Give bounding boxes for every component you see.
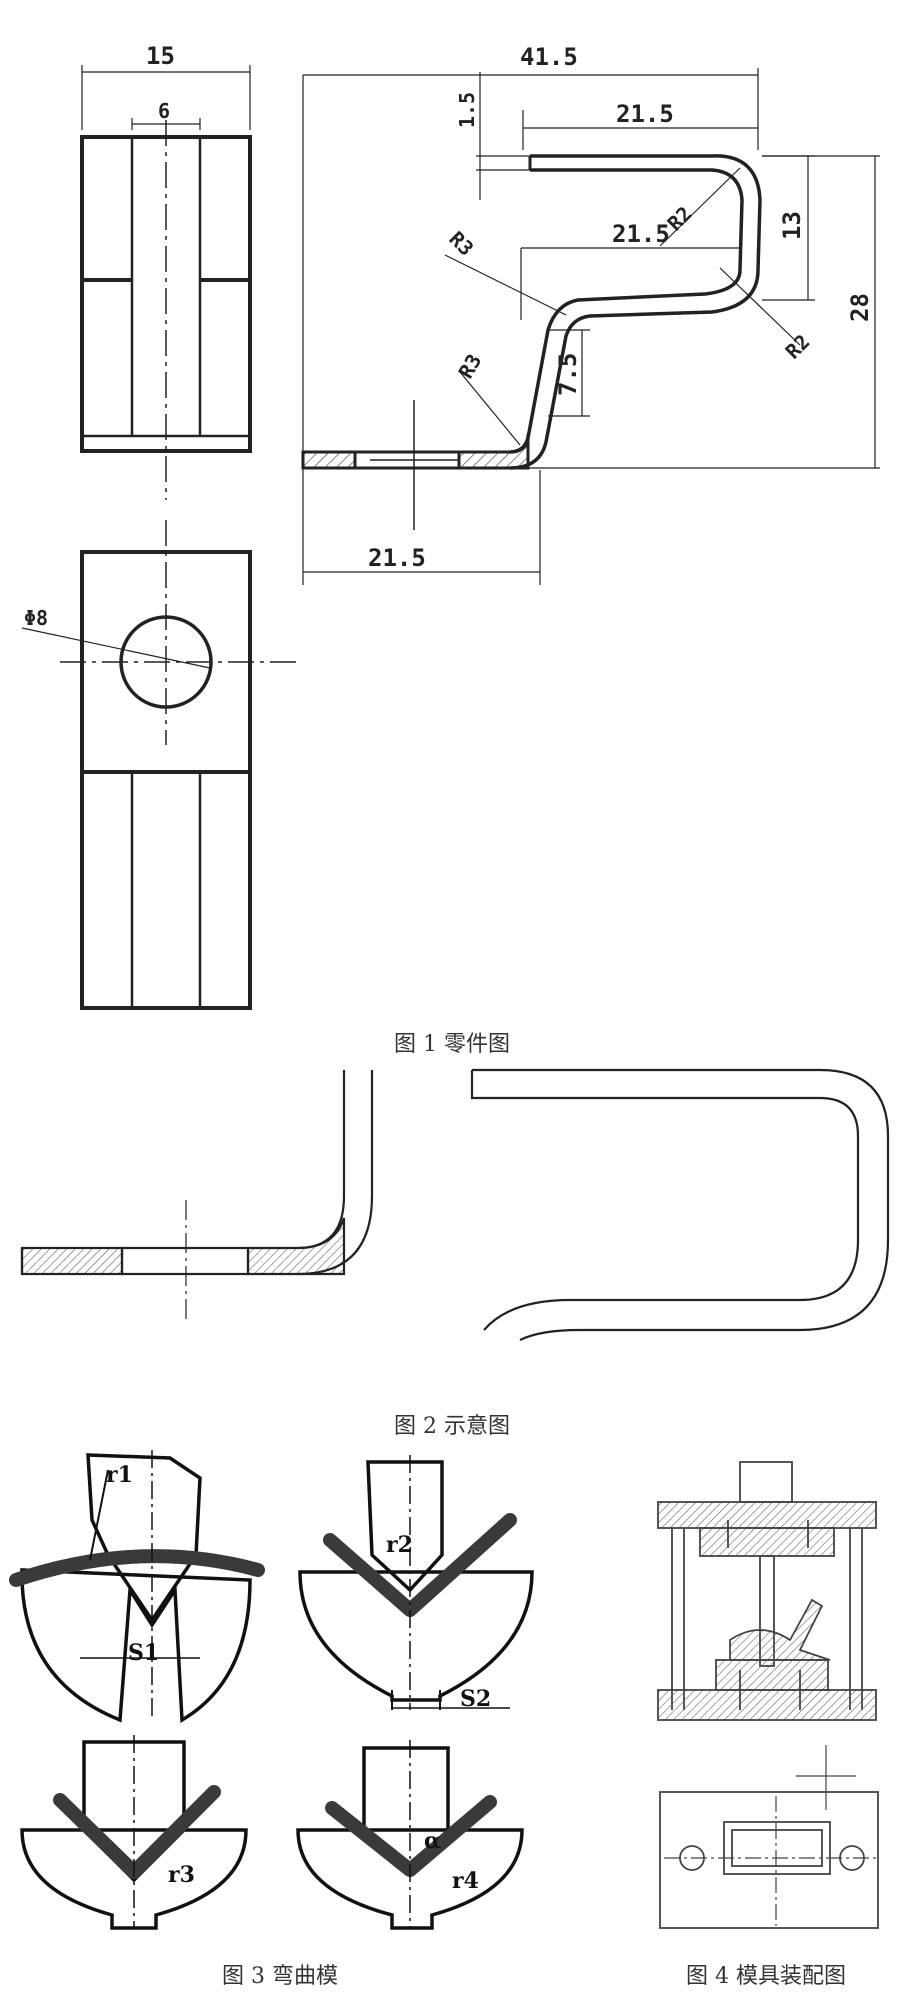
figure3-bend-stage-4 bbox=[296, 1740, 524, 1930]
label-alpha: α bbox=[424, 1828, 441, 1854]
dim-21-5-mid: 21.5 bbox=[612, 220, 670, 248]
dim-r3-upper: R3 bbox=[444, 227, 478, 261]
label-r2: r2 bbox=[386, 1532, 413, 1558]
label-r4: r4 bbox=[452, 1868, 479, 1894]
dim-21-5-bottom: 21.5 bbox=[368, 544, 426, 572]
dim-r2-outer: R2 bbox=[781, 330, 815, 364]
dim-41-5: 41.5 bbox=[520, 43, 578, 71]
label-r1: r1 bbox=[106, 1462, 133, 1488]
figure2-caption: 图 2 示意图 bbox=[394, 1414, 510, 1439]
figure3-bend-stage-3 bbox=[20, 1735, 248, 1930]
dim-6: 6 bbox=[158, 99, 170, 123]
figure1-bottom-view bbox=[21, 520, 300, 1010]
dim-15: 15 bbox=[146, 42, 175, 70]
figure3-bend-stage-1 bbox=[9, 1450, 265, 1723]
label-r3: r3 bbox=[168, 1862, 195, 1888]
figure4-caption: 图 4 模具装配图 bbox=[686, 1964, 846, 1989]
figure3-bend-stage-2 bbox=[298, 1455, 534, 1710]
dim-7-5: 7.5 bbox=[554, 353, 582, 396]
figure1-side-view bbox=[301, 68, 880, 585]
label-s2: S2 bbox=[460, 1686, 491, 1712]
figure2-sketch bbox=[20, 1068, 890, 1341]
figure3-caption: 图 3 弯曲模 bbox=[222, 1964, 338, 1989]
dim-1-5: 1.5 bbox=[455, 92, 479, 128]
label-s1: S1 bbox=[128, 1640, 159, 1666]
dim-28: 28 bbox=[846, 293, 874, 322]
figure1-caption: 图 1 零件图 bbox=[394, 1032, 510, 1057]
dim-21-5-top: 21.5 bbox=[616, 100, 674, 128]
dim-hole-diameter: Φ8 bbox=[24, 606, 48, 630]
dim-r3-lower: R3 bbox=[454, 350, 487, 383]
dim-13: 13 bbox=[778, 211, 806, 240]
figure4-assembly-plan bbox=[659, 1791, 879, 1929]
figure1-top-view bbox=[80, 65, 252, 500]
figure4-assembly-front bbox=[657, 1461, 877, 1810]
